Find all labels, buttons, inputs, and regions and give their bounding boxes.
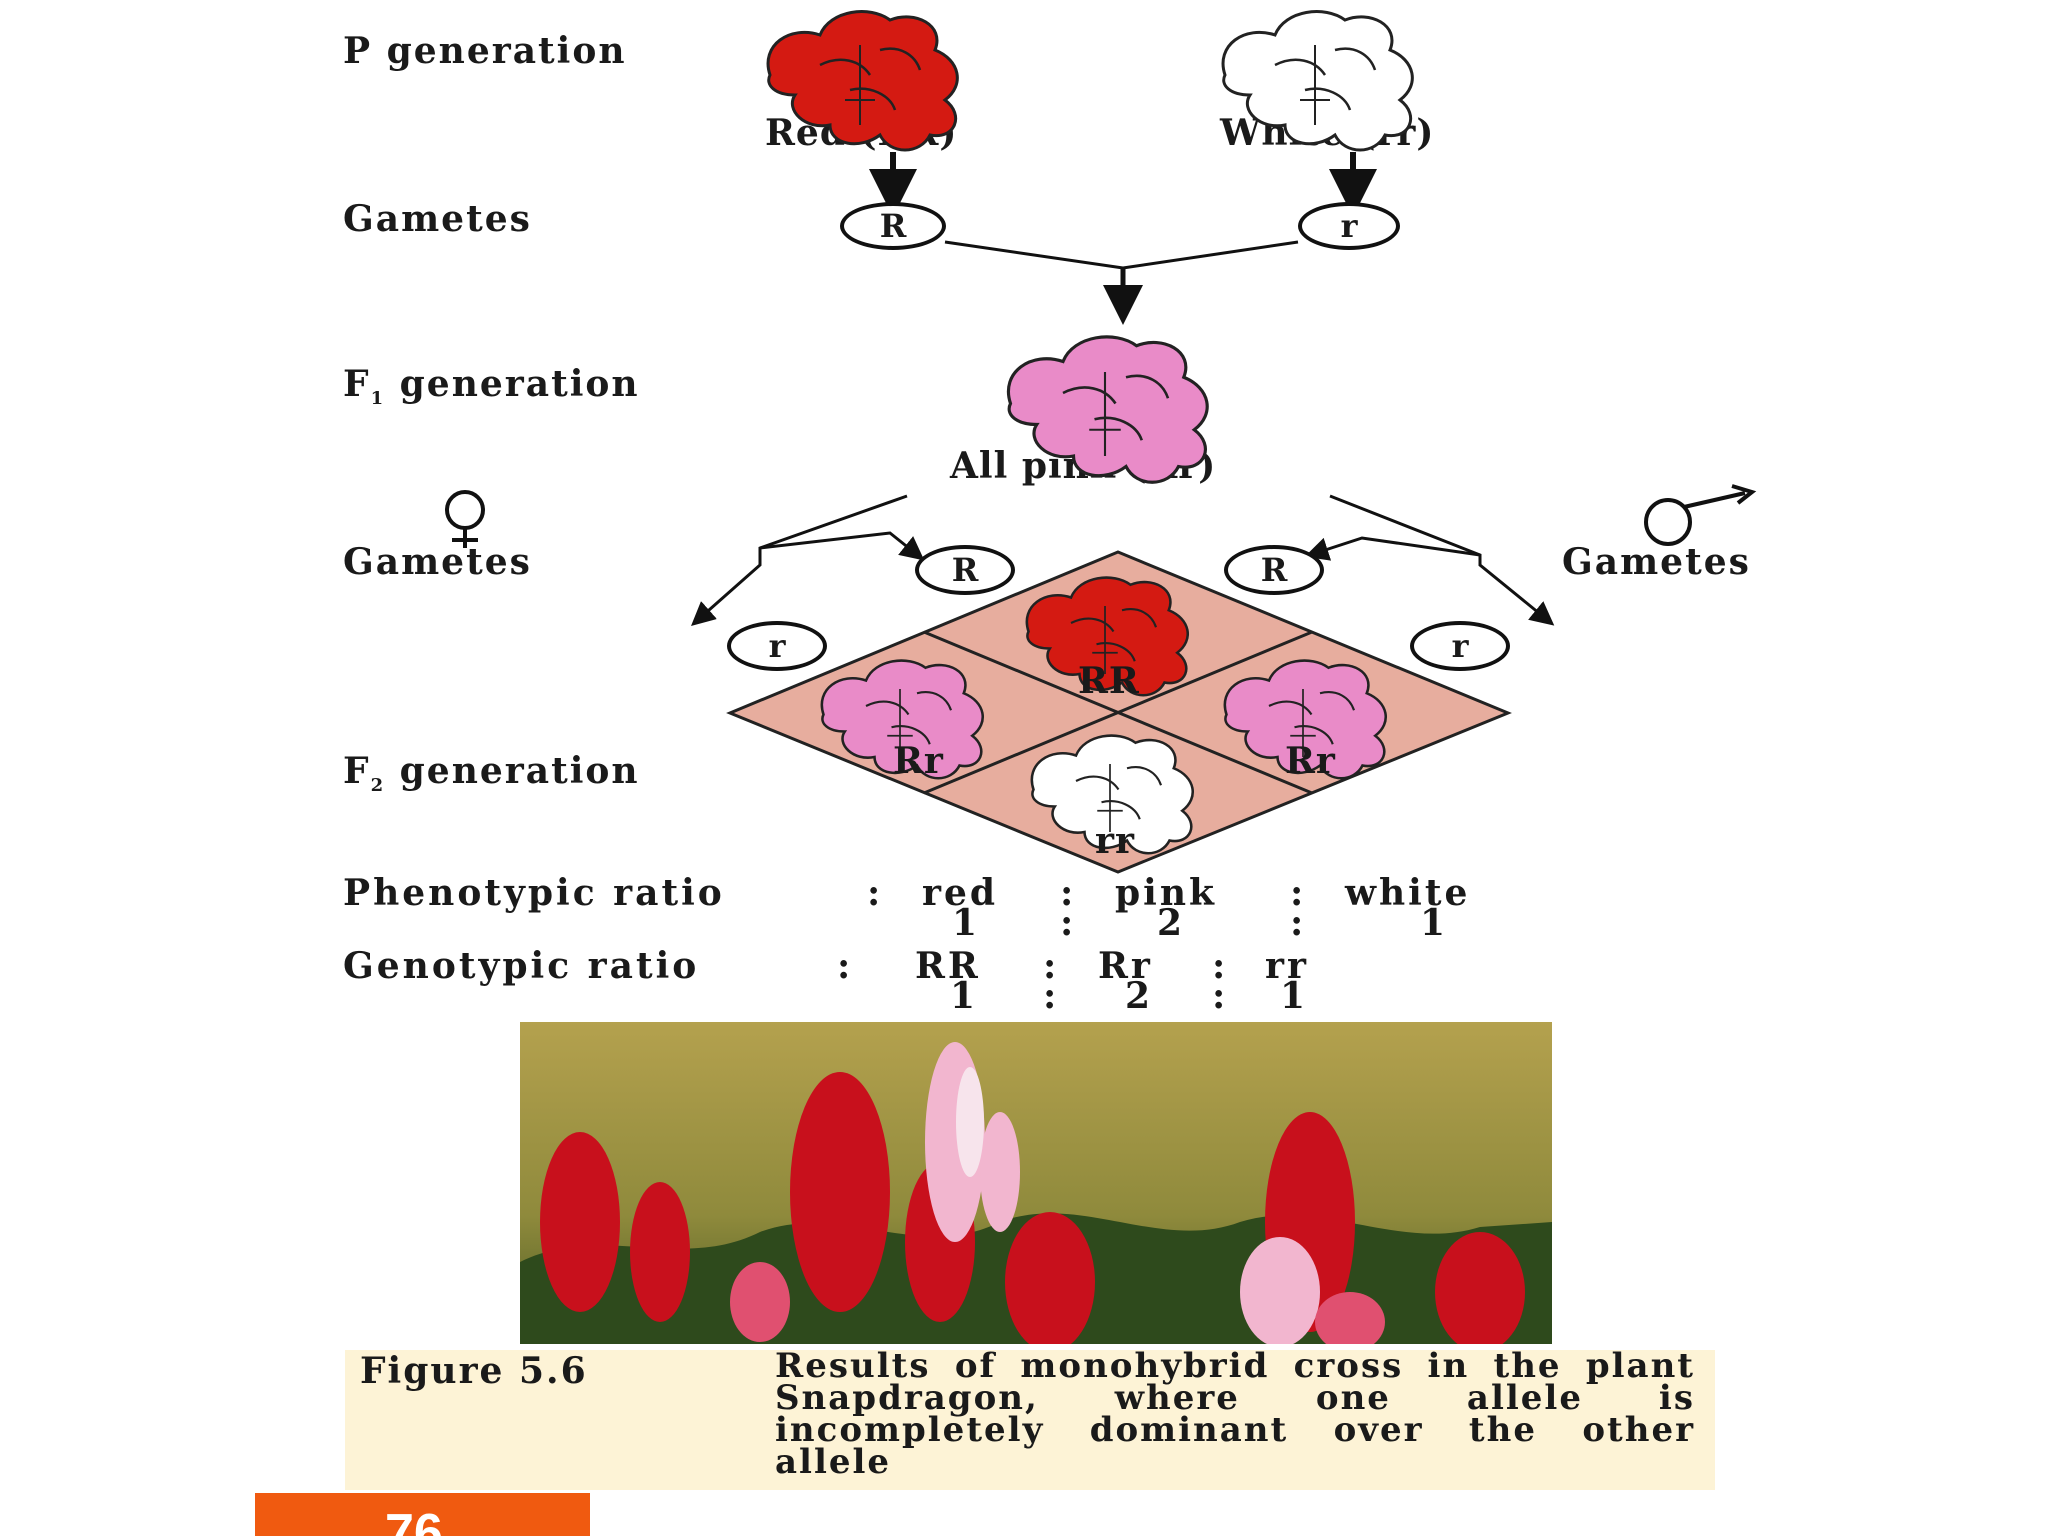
female-symbol-icon xyxy=(445,490,485,548)
phenotypic-term-red: red xyxy=(922,872,999,914)
punnett-right-label: Rr xyxy=(1285,740,1336,782)
phenotypic-value-1: 1 xyxy=(952,902,981,944)
allele-female-bottom: r xyxy=(727,621,827,671)
ratio-sep: : xyxy=(1043,975,1060,1017)
genotypic-value-2: 2 xyxy=(1125,975,1154,1017)
allele-p-left: R xyxy=(840,202,946,250)
ratio-sep: : xyxy=(1060,872,1077,914)
ratio-sep: : xyxy=(1212,945,1229,987)
figure-number: Figure 5.6 xyxy=(360,1350,588,1392)
cross-diagram xyxy=(445,10,1757,874)
punnett-square xyxy=(726,550,1512,874)
ratio-sep: : xyxy=(1290,872,1307,914)
punnett-left-label: Rr xyxy=(893,740,944,782)
ratio-sep: : xyxy=(1290,902,1307,944)
white-flower-icon xyxy=(1221,10,1414,152)
phenotypic-value-2: 2 xyxy=(1157,902,1186,944)
allele-female-top: R xyxy=(915,545,1015,595)
snapdragon-photo xyxy=(520,1022,1552,1344)
ratio-sep: : xyxy=(1212,975,1229,1017)
genotypic-ratio-label: Genotypic ratio xyxy=(343,945,700,987)
allele-p-right: r xyxy=(1298,202,1400,250)
ratio-sep: : xyxy=(1060,902,1077,944)
ratio-sep: : xyxy=(1043,945,1060,987)
punnett-top-label: RR xyxy=(1078,660,1140,702)
f2-generation-label: F2 generation xyxy=(343,750,640,797)
allele-male-bottom: r xyxy=(1410,621,1510,671)
allele-male-top: R xyxy=(1224,545,1324,595)
genotypic-term-rr-het: Rr xyxy=(1098,945,1153,987)
ratio-sep: : xyxy=(867,872,884,914)
genotypic-term-rr: RR xyxy=(915,945,981,987)
phenotypic-term-pink: pink xyxy=(1115,872,1217,914)
genotypic-term-rr-rec: rr xyxy=(1265,945,1309,987)
male-symbol-icon xyxy=(1644,484,1757,546)
genotypic-value-3: 1 xyxy=(1280,975,1309,1017)
male-gametes-label: Gametes xyxy=(1562,541,1751,583)
female-gametes-label: Gametes xyxy=(343,541,532,583)
figure-caption-text: Results of monohybrid cross in the plant… xyxy=(775,1346,1695,1482)
page-number: 76 xyxy=(385,1504,443,1536)
f1-generation-label: F1 generation xyxy=(343,363,640,410)
page-number-tab: 76 xyxy=(255,1493,590,1536)
phenotypic-term-white: white xyxy=(1345,872,1471,914)
p-generation-label: P generation xyxy=(343,30,627,72)
ratio-sep: : xyxy=(837,945,854,987)
phenotypic-value-3: 1 xyxy=(1420,902,1449,944)
red-flower-icon xyxy=(766,10,959,152)
gametes-label: Gametes xyxy=(343,198,532,240)
punnett-bottom-label: rr xyxy=(1095,820,1135,862)
phenotypic-ratio-label: Phenotypic ratio xyxy=(343,872,725,914)
figure-caption: Figure 5.6 Results of monohybrid cross i… xyxy=(345,1346,1715,1490)
genotypic-value-1: 1 xyxy=(950,975,979,1017)
f1-pink-flower-icon xyxy=(1006,335,1209,484)
